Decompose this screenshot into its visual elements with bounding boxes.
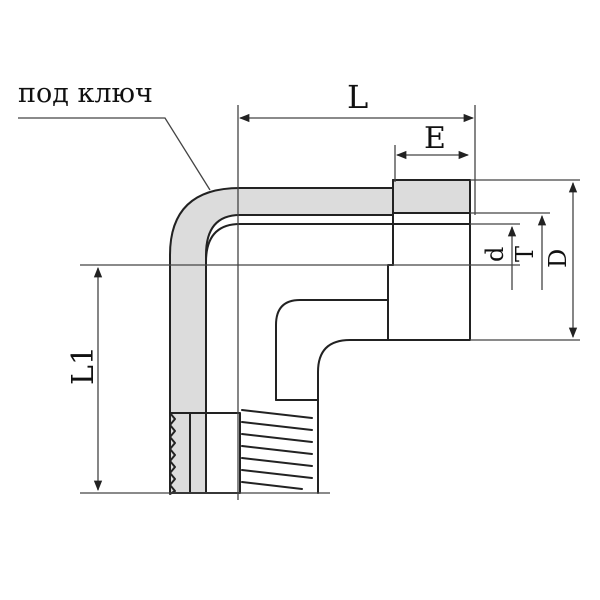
wrench-note-label: под ключ: [18, 78, 153, 109]
outer-thread-teeth: [169, 412, 176, 495]
D-label: D: [544, 249, 572, 268]
d-label: d: [481, 247, 509, 262]
L-label: L: [347, 78, 368, 116]
E-label: E: [424, 121, 446, 156]
wrench-leader: [18, 117, 211, 191]
L1-label: L1: [66, 346, 101, 385]
inner-step: [275, 299, 389, 401]
inner-bore-upper: [205, 223, 471, 494]
inner-thread-teeth: [241, 409, 313, 490]
T-label: T: [511, 246, 539, 262]
inner-bore-lower: [317, 339, 389, 494]
socket-wall: [392, 179, 471, 214]
elbow-wall: [169, 187, 394, 494]
